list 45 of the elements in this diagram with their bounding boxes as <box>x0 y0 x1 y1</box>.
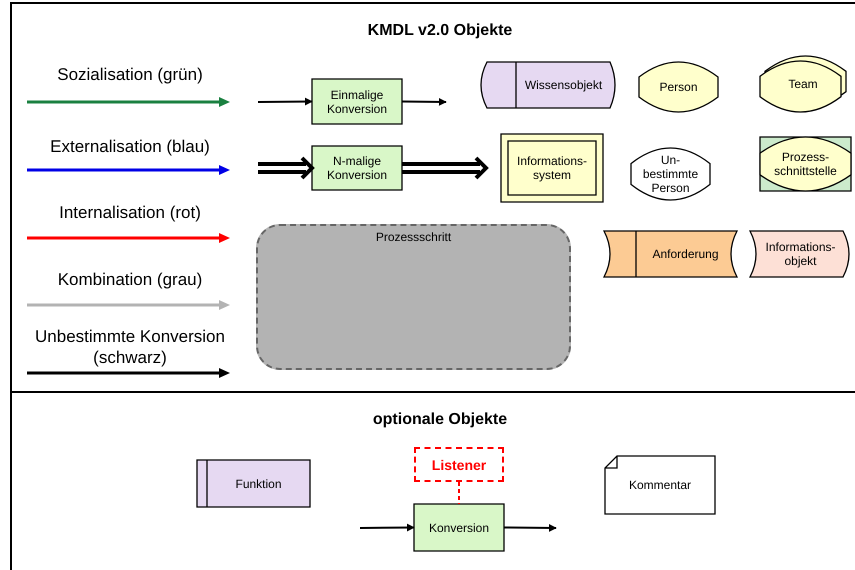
legend-label: Unbestimmte Konversion (schwarz) <box>34 326 226 368</box>
node-label: Informations- objekt <box>764 240 837 268</box>
arrow <box>402 98 447 106</box>
connector-line <box>458 482 460 504</box>
double-arrow <box>400 156 489 180</box>
node-label: Informations- system <box>516 154 588 182</box>
information-object-shape <box>750 231 851 277</box>
arrow <box>258 98 313 106</box>
team-shape <box>760 56 846 112</box>
node-label: Prozessschritt <box>376 230 452 244</box>
legend-label: Externalisation (blau) <box>49 136 211 157</box>
node-label: Team <box>788 77 818 91</box>
double-arrow <box>256 156 315 180</box>
process-box <box>414 504 504 551</box>
arrow <box>504 524 557 532</box>
legend-label: Sozialisation (grün) <box>56 64 204 85</box>
node-label: Kommentar <box>628 478 692 492</box>
node-label: Listener <box>432 458 486 472</box>
panel <box>10 2 855 393</box>
legend-label: Internalisation (rot) <box>58 202 202 223</box>
person-shape <box>631 148 710 200</box>
person-shape <box>639 62 718 112</box>
node-label: Konversion <box>428 520 490 534</box>
legend-label: Kombination (grau) <box>56 269 204 290</box>
process-box <box>312 79 402 124</box>
arrow <box>360 524 415 532</box>
interface-shape <box>760 137 851 191</box>
node-label: Prozess- schnittstelle <box>773 150 838 178</box>
node-label: Un- bestimmte Person <box>642 153 700 195</box>
knowledge-object-shape <box>481 62 616 108</box>
node-label: Wissensobjekt <box>524 78 602 92</box>
information-system-box <box>501 134 603 202</box>
node-label: N-malige Konversion <box>326 154 388 182</box>
function-box <box>197 460 310 507</box>
node-label: Person <box>659 80 698 94</box>
requirement-shape <box>604 231 737 277</box>
process-box <box>312 146 402 190</box>
panel-heading: optionale Objekte <box>372 413 508 427</box>
node-label: Einmalige Konversion <box>326 88 388 116</box>
node-label: Anforderung <box>652 247 719 261</box>
panel-heading: KMDL v2.0 Objekte <box>366 24 514 38</box>
process-step-box <box>256 224 571 370</box>
listener-box <box>414 447 504 482</box>
node-label: Funktion <box>235 476 282 490</box>
comment-note <box>605 456 715 514</box>
